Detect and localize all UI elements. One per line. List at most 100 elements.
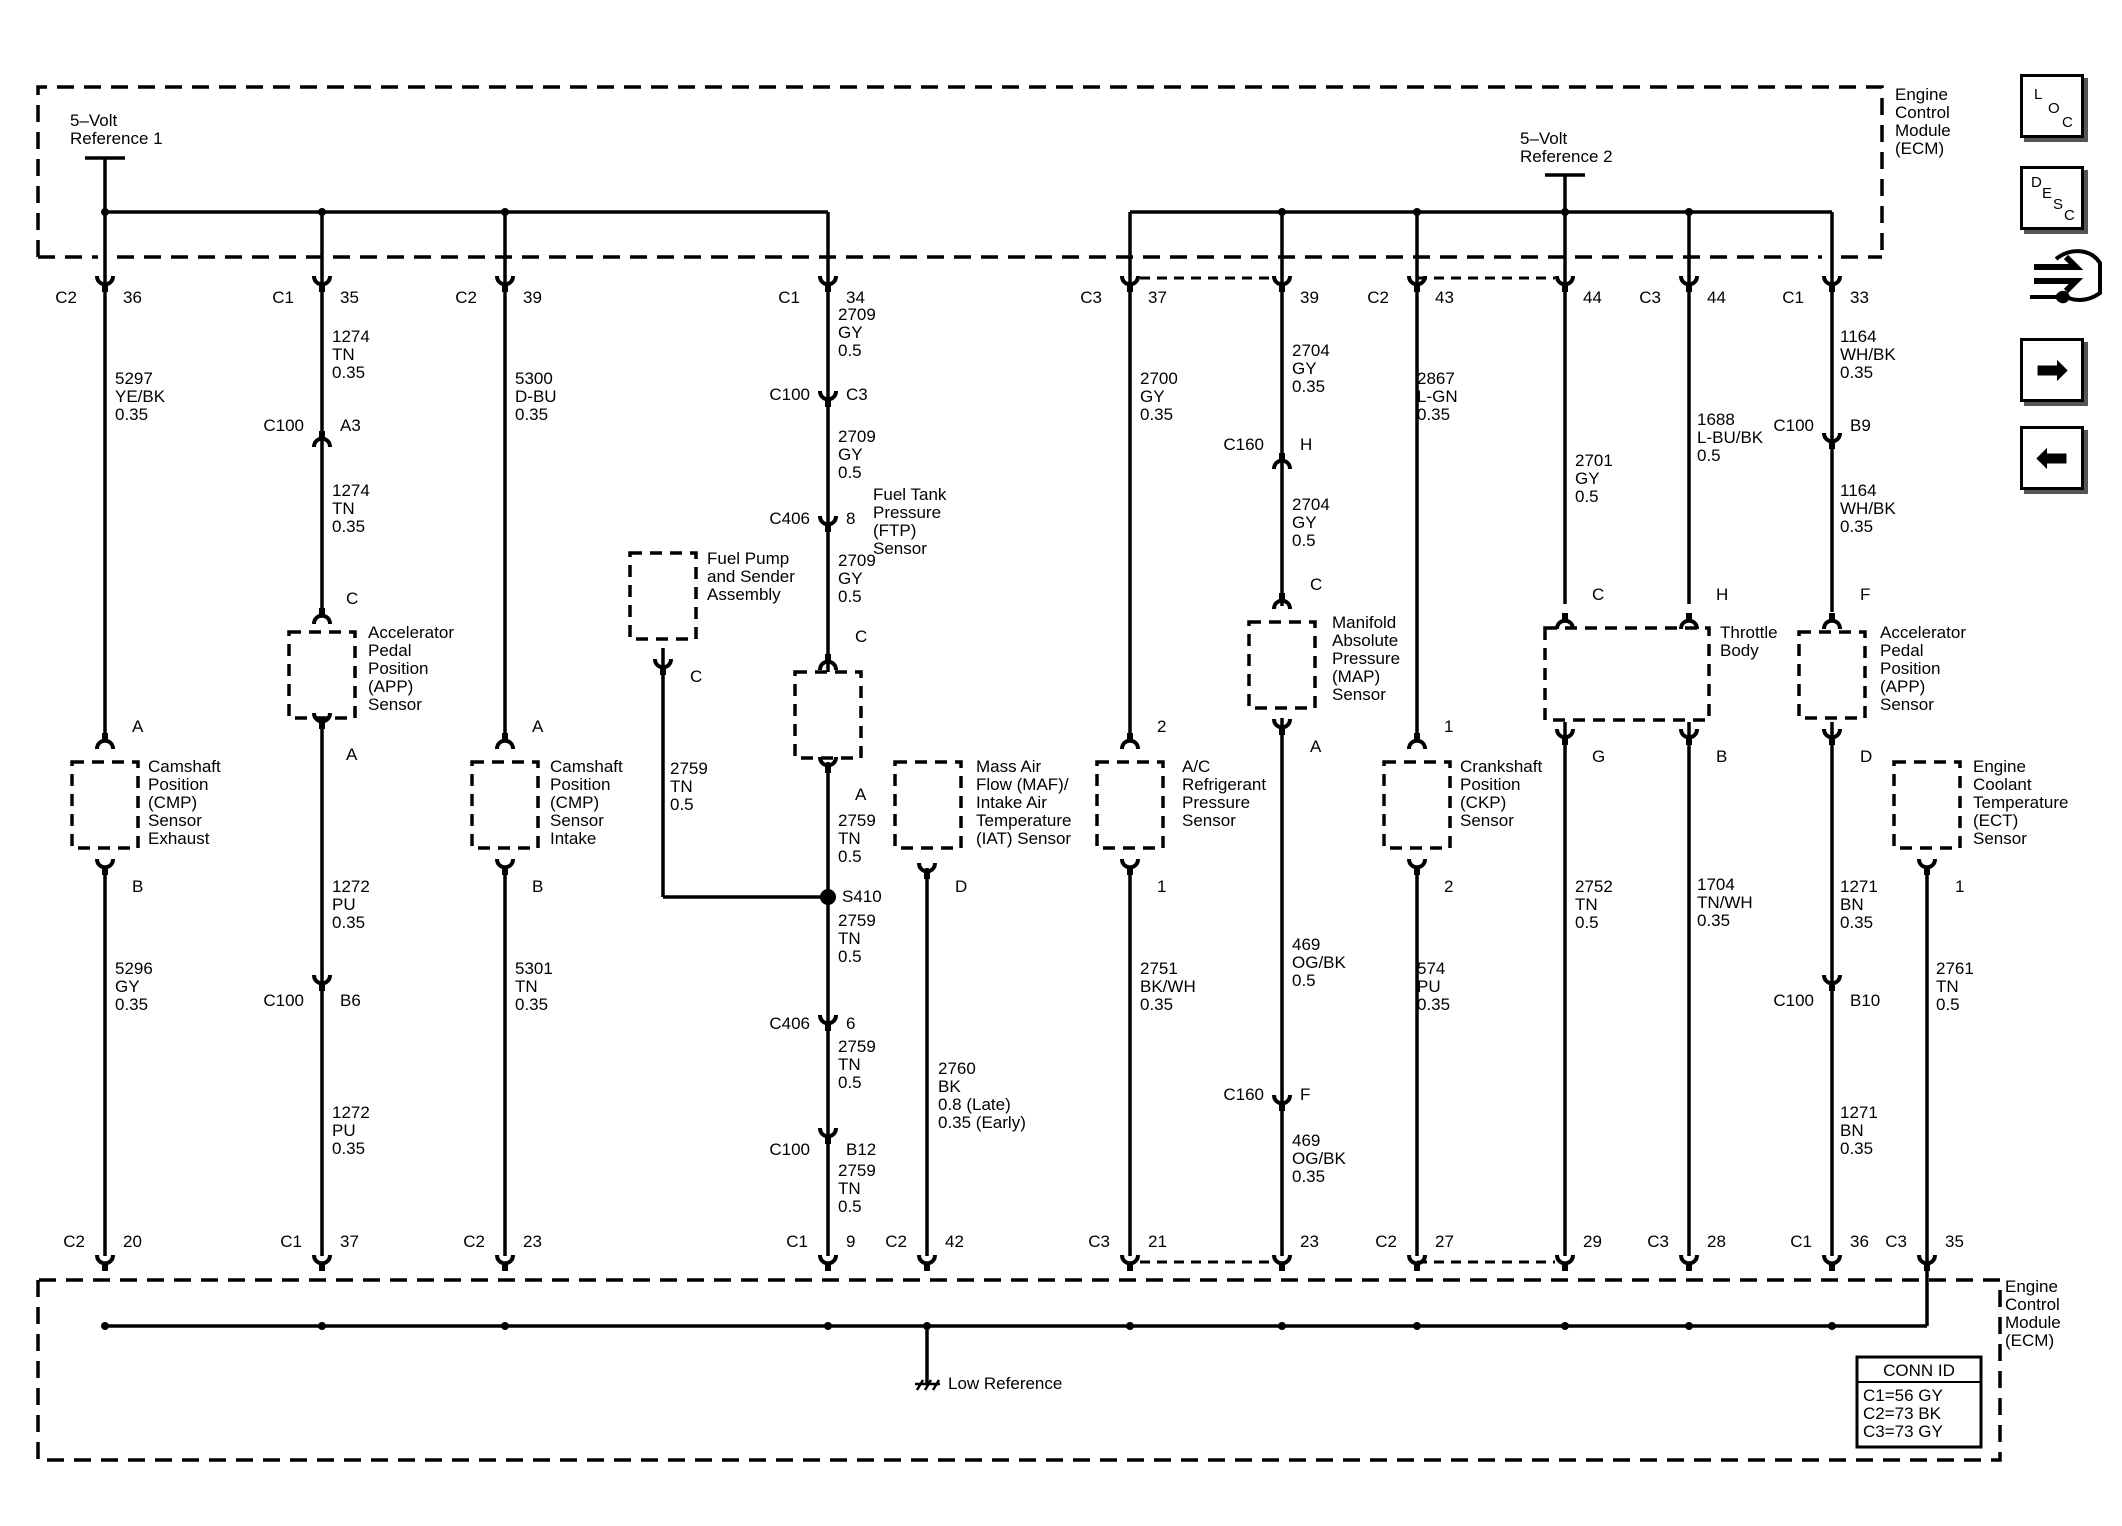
bottom-conn-1: C1 [280, 1232, 302, 1251]
component-10-label-line-4: Sensor [1880, 695, 1934, 714]
component-7-pin-1: A [1310, 737, 1322, 756]
top-pin-3: 34 [846, 288, 865, 307]
wire-1-line-2: 0.35 [115, 995, 148, 1014]
bottom-pin-8: 29 [1583, 1232, 1602, 1251]
wire-4-line-1: PU [332, 895, 356, 914]
component-2-label-line-1: Position [550, 775, 610, 794]
wire-20-line-1: GY [1292, 513, 1317, 532]
top-conn-8: C3 [1639, 288, 1661, 307]
wire-29-line-2: 0.35 [1840, 363, 1873, 382]
inline-pin-5: B12 [846, 1140, 876, 1159]
top-conn-2: C2 [455, 288, 477, 307]
wire-27-line-1: L-BU/BK [1697, 428, 1764, 447]
ecm-top-box [36, 85, 1884, 257]
wire-23-line-1: L-GN [1417, 387, 1458, 406]
wire-3-line-1: TN [332, 499, 355, 518]
wire-26-line-2: 0.5 [1575, 913, 1599, 932]
component-10-label-line-0: Accelerator [1880, 623, 1966, 642]
component-10-pin-1: D [1860, 747, 1872, 766]
component-4-pin-0: C [855, 627, 867, 646]
labels: EngineControlModule(ECM)EngineControlMod… [55, 85, 2068, 1449]
inline-conn-5: C100 [769, 1140, 810, 1159]
component-10-pin-0: F [1860, 585, 1870, 604]
component-2-pin-0: A [532, 717, 544, 736]
ecm-bottom-label-line-2: Module [2005, 1313, 2061, 1332]
wire-17-line-0: 2700 [1140, 369, 1178, 388]
top-conn-4: C3 [1080, 288, 1102, 307]
component-11-label-line-3: (ECT) [1973, 811, 2018, 830]
desc-letter-d: D [2031, 174, 2042, 191]
top-conn-9: C1 [1782, 288, 1804, 307]
desc-letter-s: S [2053, 196, 2064, 213]
top-conn-0: C2 [55, 288, 77, 307]
component-0-pin-0: A [132, 717, 144, 736]
wire-11-line-1: TN [838, 829, 861, 848]
wire-4-line-2: 0.35 [332, 913, 365, 932]
wire-18-line-2: 0.35 [1140, 995, 1173, 1014]
wire-27-line-2: 0.5 [1697, 446, 1721, 465]
bottom-pin-6: 23 [1300, 1232, 1319, 1251]
component-7-label-line-0: Manifold [1332, 613, 1396, 632]
bottom-conn-4: C2 [885, 1232, 907, 1251]
wire-24-line-0: 574 [1417, 959, 1445, 978]
next-button[interactable]: ➡ [2020, 338, 2084, 402]
inline-pin-1: B6 [340, 991, 361, 1010]
wire-11-line-2: 0.5 [838, 847, 862, 866]
wire-12-line-1: TN [838, 929, 861, 948]
component-7-label-line-1: Absolute [1332, 631, 1398, 650]
ecm-bottom-label-line-0: Engine [2005, 1277, 2058, 1296]
ecm-top-label-line-3: (ECM) [1895, 139, 1944, 158]
component-11-label-line-4: Sensor [1973, 829, 2027, 848]
bottom-conn-2: C2 [463, 1232, 485, 1251]
top-pin-2: 39 [523, 288, 542, 307]
ecm-bottom-box [36, 1278, 2002, 1462]
description-button[interactable]: D E S C [2020, 166, 2084, 230]
inline-conn-9: C100 [1773, 991, 1814, 1010]
location-button[interactable]: L O C [2020, 74, 2084, 138]
ref2-label-line-1: Reference 2 [1520, 147, 1613, 166]
inline-conn-8: C100 [1773, 416, 1814, 435]
wire-10-line-1: GY [838, 569, 863, 588]
wire-25-line-2: 0.5 [1575, 487, 1599, 506]
component-9-pin-2: G [1592, 747, 1605, 766]
wire-16-line-1: BK [938, 1077, 961, 1096]
component-4-label-line-0: Fuel Tank [873, 485, 947, 504]
wire-16-line-2: 0.8 (Late) [938, 1095, 1011, 1114]
wire-21-line-1: OG/BK [1292, 953, 1347, 972]
component-10-label-line-1: Pedal [1880, 641, 1923, 660]
bottom-pin-11: 35 [1945, 1232, 1964, 1251]
wire-25-line-0: 2701 [1575, 451, 1613, 470]
inline-conn-7: C160 [1223, 1085, 1264, 1104]
component-6-label-line-2: Pressure [1182, 793, 1250, 812]
inline-pin-6: H [1300, 435, 1312, 454]
wire-24-line-2: 0.35 [1417, 995, 1450, 1014]
inline-conn-3: C406 [769, 509, 810, 528]
component-7-pin-0: C [1310, 575, 1322, 594]
component-3-label-line-0: Fuel Pump [707, 549, 789, 568]
wire-32-line-2: 0.35 [1840, 1139, 1873, 1158]
wire-10-line-0: 2709 [838, 551, 876, 570]
component-6-pin-0: 2 [1157, 717, 1166, 736]
component-11-label-line-2: Temperature [1973, 793, 2068, 812]
previous-button[interactable]: ⬅ [2020, 426, 2084, 490]
wire-20-line-2: 0.5 [1292, 531, 1316, 550]
wire-3-line-0: 1274 [332, 481, 370, 500]
bottom-pin-0: 20 [123, 1232, 142, 1251]
inline-conn-2: C100 [769, 385, 810, 404]
wire-0-line-2: 0.35 [115, 405, 148, 424]
inline-conn-1: C100 [263, 991, 304, 1010]
wrench-hand-button[interactable] [2026, 245, 2106, 315]
top-pin-4: 37 [1148, 288, 1167, 307]
desc-letter-e: E [2042, 185, 2053, 202]
component-7-label-line-4: Sensor [1332, 685, 1386, 704]
wire-17-line-1: GY [1140, 387, 1165, 406]
conn-id-row-0: C1=56 GY [1863, 1386, 1943, 1405]
inline-pin-9: B10 [1850, 991, 1880, 1010]
ref1-label-line-1: Reference 1 [70, 129, 163, 148]
component-7-label-line-3: (MAP) [1332, 667, 1380, 686]
component-9-pin-3: B [1716, 747, 1727, 766]
bottom-pin-10: 36 [1850, 1232, 1869, 1251]
component-2-label-line-2: (CMP) [550, 793, 599, 812]
component-5-label-line-3: Temperature [976, 811, 1071, 830]
